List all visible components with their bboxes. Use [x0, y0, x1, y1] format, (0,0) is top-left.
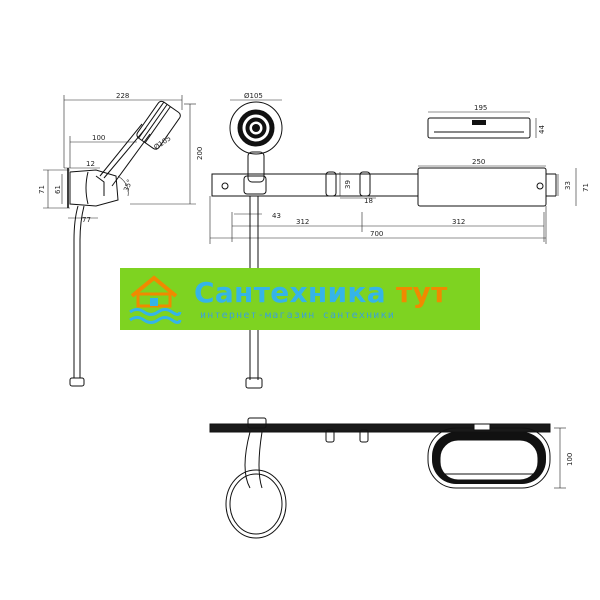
dim-plan-100: 100 [566, 453, 574, 466]
watermark-subtitle: интернет-магазин сантехники [200, 310, 395, 321]
dim-front-250: 250 [472, 158, 485, 166]
plan-view: 100 [209, 417, 574, 539]
dim-side-71: 71 [38, 185, 46, 194]
watermark-title-main: Сантехника [194, 276, 386, 309]
dim-front-71: 71 [582, 183, 590, 192]
watermark-title-accent: тут [396, 276, 448, 309]
dim-front-700: 700 [370, 230, 383, 238]
dim-side-200: 200 [196, 147, 204, 160]
dim-side-diameter: Ø105 [153, 134, 173, 151]
dim-top-195: 195 [474, 104, 487, 112]
dim-front-312-left: 312 [296, 218, 309, 226]
dim-front-312-right: 312 [452, 218, 465, 226]
dim-side-100: 100 [92, 134, 105, 142]
dim-front-33: 33 [564, 181, 572, 190]
top-view: 195 44 [427, 104, 546, 139]
dim-front-39: 39 [344, 180, 352, 189]
dim-top-44: 44 [538, 125, 546, 134]
dim-side-angle: 35° [122, 178, 134, 192]
dim-front-43: 43 [272, 212, 281, 220]
house-waves-icon [129, 275, 182, 324]
dim-side-61: 61 [54, 185, 62, 194]
side-view: 228 100 12 200 71 61 77 [38, 92, 204, 387]
dim-side-228: 228 [116, 92, 129, 100]
dim-front-diameter: Ø105 [244, 92, 263, 100]
dim-front-18: 18 [364, 197, 373, 205]
front-view: Ø105 39 18 43 312 31 [209, 92, 590, 389]
dim-side-12: 12 [86, 160, 95, 168]
dim-side-77: 77 [82, 216, 91, 224]
watermark-title: Сантехника тут [194, 276, 448, 309]
watermark-banner: Сантехника тут интернет-магазин сантехни… [120, 268, 480, 330]
